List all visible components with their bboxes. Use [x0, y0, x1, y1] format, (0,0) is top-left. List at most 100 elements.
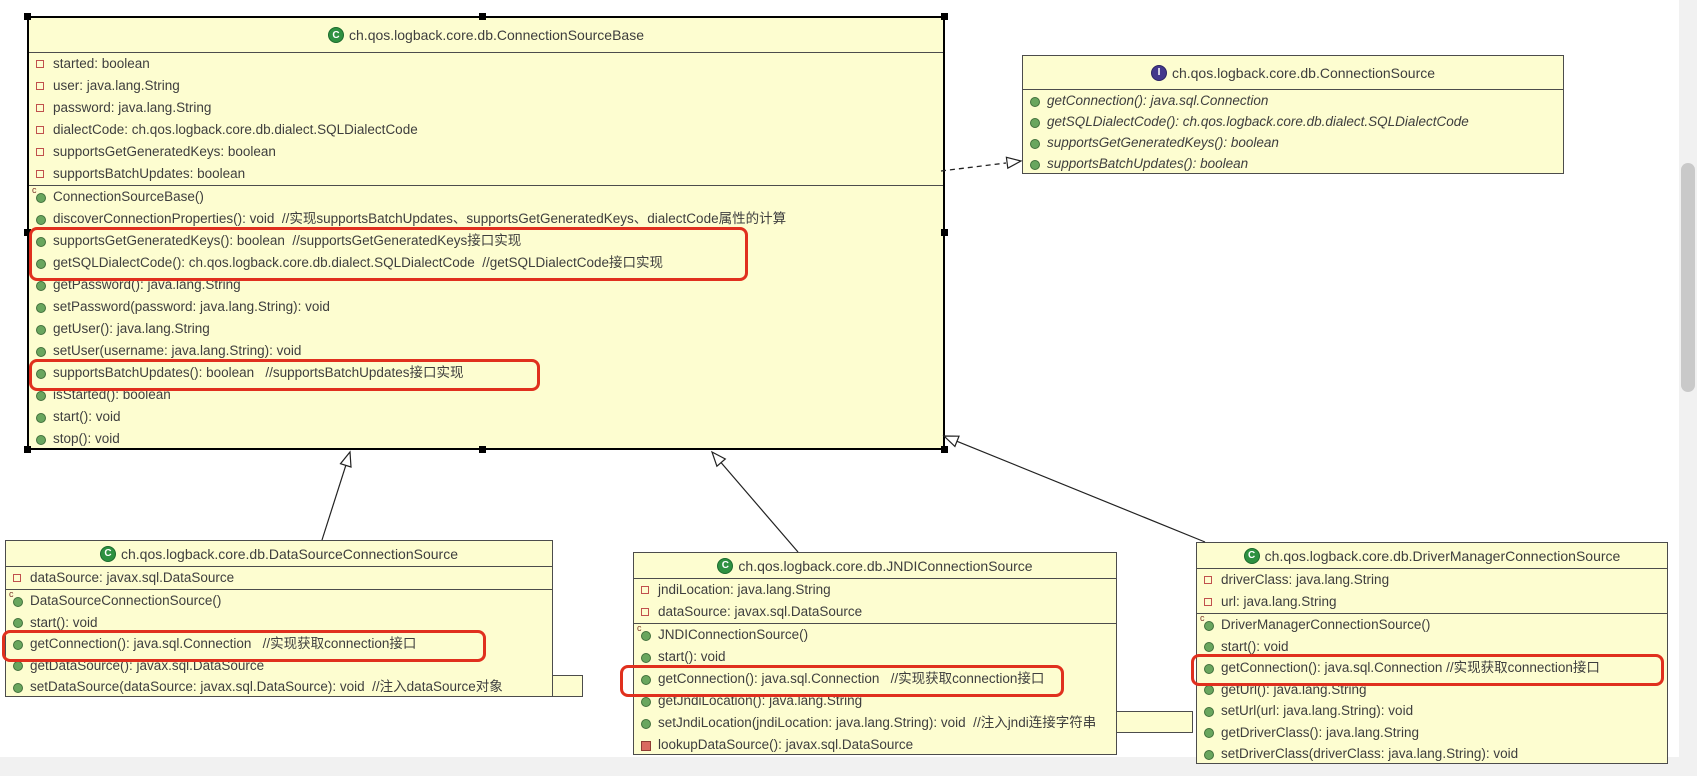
field-icon: [36, 148, 44, 156]
field-icon: [1204, 576, 1212, 584]
resize-handle-e[interactable]: [941, 229, 948, 236]
method-row: isStarted(): boolean: [29, 384, 943, 406]
generalization-arrowhead: [942, 435, 960, 448]
method-row: getConnection(): java.sql.Connection //实…: [1197, 657, 1667, 679]
method-icon: [36, 347, 46, 357]
generalization-arrowhead: [339, 450, 352, 468]
method-row: getPassword(): java.lang.String: [29, 274, 943, 296]
method-row: getJndiLocation(): java.lang.String: [634, 690, 1116, 712]
field-row: supportsBatchUpdates: boolean: [29, 163, 943, 185]
field-row: dataSource: javax.sql.DataSource: [634, 601, 1116, 623]
generalization-line: [321, 465, 347, 541]
method-icon: [1204, 706, 1214, 717]
method-icon: [36, 325, 46, 335]
field-icon: [36, 126, 44, 134]
constructor-icon: [641, 631, 651, 641]
field-icon: [36, 82, 44, 90]
method-row: setPassword(password: java.lang.String):…: [29, 296, 943, 318]
method-row: getDataSource(): javax.sql.DataSource: [6, 655, 552, 677]
generalization-arrowhead: [710, 450, 727, 468]
methods-section: getConnection(): java.sql.Connection get…: [1023, 90, 1563, 174]
method-row: discoverConnectionProperties(): void //实…: [29, 208, 943, 230]
field-icon: [36, 60, 44, 68]
method-row: setJndiLocation(jndiLocation: java.lang.…: [634, 712, 1116, 734]
generalization-line: [720, 462, 799, 553]
method-row: getSQLDialectCode(): ch.qos.logback.core…: [29, 252, 943, 274]
constructor-icon: [13, 596, 23, 607]
method-icon: [13, 639, 23, 650]
class-icon: C: [100, 545, 116, 562]
method-icon: [641, 697, 651, 707]
resize-handle-n[interactable]: [479, 13, 486, 20]
field-icon: [641, 586, 649, 594]
resize-handle-se[interactable]: [941, 446, 948, 453]
method-row: start(): void: [6, 612, 552, 634]
constructor-marker: c: [9, 589, 14, 599]
class-title-text: ch.qos.logback.core.db.DriverManagerConn…: [1264, 547, 1621, 564]
field-row: jndiLocation: java.lang.String: [634, 579, 1116, 601]
method-row: getDriverClass(): java.lang.String: [1197, 722, 1667, 744]
interface-icon: I: [1150, 64, 1167, 81]
field-row: user: java.lang.String: [29, 75, 943, 97]
generalization-line: [956, 440, 1206, 543]
private-method-row: lookupDataSource(): javax.sql.DataSource: [634, 734, 1116, 756]
method-icon: [1204, 749, 1214, 760]
method-row: getUrl(): java.lang.String: [1197, 679, 1667, 701]
method-icon: [36, 435, 46, 445]
field-row: dataSource: javax.sql.DataSource: [6, 567, 552, 589]
resize-handle-sw[interactable]: [24, 446, 31, 453]
method-icon: [1030, 138, 1040, 149]
vertical-scrollbar-thumb[interactable]: [1681, 163, 1695, 392]
method-row: setDriverClass(driverClass: java.lang.St…: [1197, 743, 1667, 765]
field-row: url: java.lang.String: [1197, 591, 1667, 613]
field-icon: [36, 104, 44, 112]
method-row: setUser(username: java.lang.String): voi…: [29, 340, 943, 362]
field-row: supportsGetGeneratedKeys: boolean: [29, 141, 943, 163]
method-icon: [13, 661, 23, 672]
field-icon: [13, 574, 21, 582]
method-row: start(): void: [29, 406, 943, 428]
realization-line: [940, 162, 1007, 172]
class-icon: C: [328, 27, 345, 43]
resize-handle-w[interactable]: [24, 229, 31, 236]
method-icon: [36, 391, 46, 401]
vertical-scrollbar-track[interactable]: [1679, 0, 1697, 776]
constructor-marker: c: [32, 185, 37, 195]
resize-handle-s[interactable]: [479, 446, 486, 453]
method-row: start(): void: [634, 646, 1116, 668]
method-row: setDataSource(dataSource: javax.sql.Data…: [6, 676, 552, 698]
method-row: getConnection(): java.sql.Connection //实…: [6, 633, 552, 655]
method-icon: [1204, 663, 1214, 674]
class-title-text: ch.qos.logback.core.db.JNDIConnectionSou…: [738, 557, 1033, 574]
method-icon: [1204, 642, 1214, 653]
method-row: supportsBatchUpdates(): boolean: [1023, 153, 1563, 174]
method-icon: [36, 303, 46, 313]
overflow-tab: [551, 675, 583, 697]
method-icon: [36, 259, 46, 269]
class-title-text: ch.qos.logback.core.db.DataSourceConnect…: [121, 545, 458, 562]
resize-handle-nw[interactable]: [24, 13, 31, 20]
class-icon: C: [717, 557, 734, 574]
method-icon: [1030, 159, 1040, 170]
private-method-icon: [641, 741, 651, 751]
resize-handle-ne[interactable]: [941, 13, 948, 20]
method-icon: [36, 215, 46, 225]
class-icon: C: [1243, 547, 1260, 564]
interface-title-text: ch.qos.logback.core.db.ConnectionSource: [1171, 64, 1436, 81]
method-icon: [1204, 685, 1214, 696]
